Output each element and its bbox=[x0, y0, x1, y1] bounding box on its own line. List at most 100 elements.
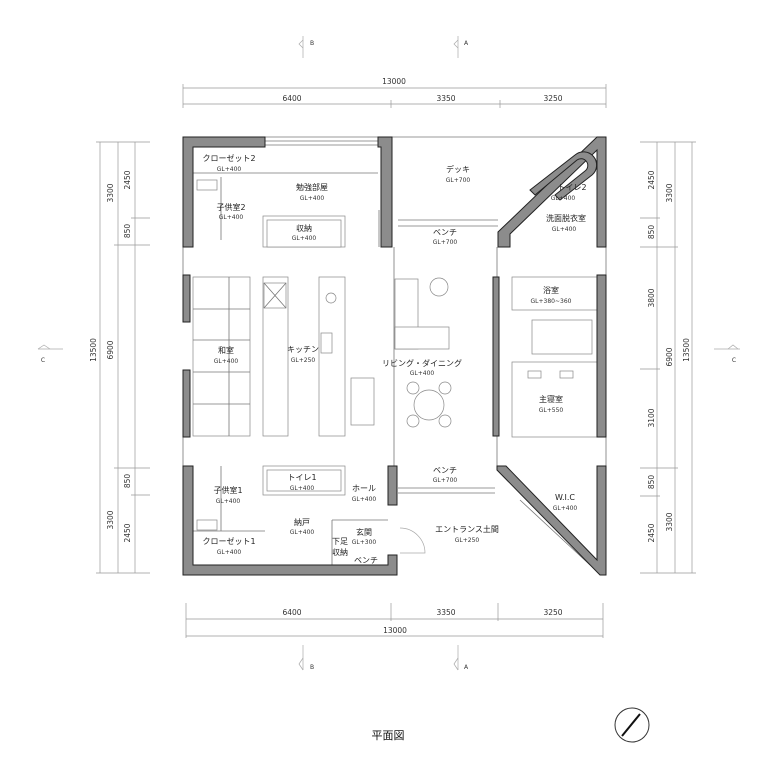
svg-text:GL+400: GL+400 bbox=[217, 166, 242, 173]
svg-text:GL+400: GL+400 bbox=[552, 226, 577, 233]
svg-text:3300: 3300 bbox=[665, 183, 674, 202]
room-child1: 子供室1 GL+400 bbox=[213, 485, 242, 505]
room-hall: ホール GL+400 bbox=[352, 484, 377, 503]
svg-text:GL+700: GL+700 bbox=[446, 177, 471, 184]
room-closet1: クローゼット1 GL+400 bbox=[202, 536, 255, 556]
svg-text:850: 850 bbox=[647, 475, 656, 490]
svg-text:3350: 3350 bbox=[436, 608, 455, 617]
svg-text:13500: 13500 bbox=[89, 338, 98, 362]
room-genkan: 玄関 GL+300 bbox=[352, 527, 377, 546]
svg-text:ベンチ: ベンチ bbox=[354, 556, 378, 565]
room-bath: 浴室 GL+380~360 bbox=[531, 285, 572, 305]
svg-text:13500: 13500 bbox=[682, 338, 691, 362]
svg-text:3800: 3800 bbox=[647, 288, 656, 307]
svg-text:A: A bbox=[464, 40, 469, 47]
room-wic: W.I.C GL+400 bbox=[553, 493, 578, 512]
svg-text:デッキ: デッキ bbox=[446, 164, 470, 174]
section-marker-a-top: A bbox=[453, 36, 469, 58]
svg-text:C: C bbox=[732, 357, 736, 364]
svg-text:A: A bbox=[464, 664, 469, 671]
room-master-bedroom: 主寝室 GL+550 bbox=[539, 394, 564, 414]
svg-text:3100: 3100 bbox=[647, 408, 656, 427]
svg-text:トイレ1: トイレ1 bbox=[287, 473, 316, 482]
svg-text:2450: 2450 bbox=[647, 523, 656, 542]
svg-text:ベンチ: ベンチ bbox=[433, 228, 457, 237]
svg-text:6900: 6900 bbox=[665, 347, 674, 366]
svg-text:主寝室: 主寝室 bbox=[539, 394, 563, 404]
room-bench-top: ベンチ GL+700 bbox=[433, 228, 458, 246]
svg-text:クローゼット1: クローゼット1 bbox=[202, 536, 255, 546]
svg-text:GL+400: GL+400 bbox=[410, 370, 435, 377]
svg-text:3350: 3350 bbox=[436, 94, 455, 103]
svg-text:浴室: 浴室 bbox=[543, 285, 559, 295]
section-marker-c-left: C bbox=[37, 344, 63, 364]
svg-text:3250: 3250 bbox=[543, 608, 562, 617]
svg-text:13000: 13000 bbox=[383, 626, 407, 635]
section-marker-c-right: C bbox=[714, 344, 740, 364]
room-deck: デッキ GL+700 bbox=[446, 164, 471, 184]
svg-text:収納: 収納 bbox=[332, 547, 348, 557]
svg-text:GL+400: GL+400 bbox=[290, 485, 315, 492]
room-washitsu: 和室 GL+400 bbox=[214, 345, 239, 365]
svg-text:子供室1: 子供室1 bbox=[213, 485, 242, 495]
svg-text:6400: 6400 bbox=[282, 94, 301, 103]
room-storage: 収納 GL+400 bbox=[292, 223, 317, 242]
room-shoe-storage: 下足 収納 bbox=[332, 537, 348, 557]
svg-text:3300: 3300 bbox=[665, 512, 674, 531]
svg-text:C: C bbox=[41, 357, 45, 364]
svg-text:下足: 下足 bbox=[332, 537, 348, 546]
svg-text:GL+400: GL+400 bbox=[290, 529, 315, 536]
room-toilet2: トイレ2 GL+400 bbox=[551, 183, 587, 202]
bottom-dimensions: 6400 3350 3250 13000 bbox=[185, 603, 604, 638]
top-dimensions: 13000 6400 3350 3250 bbox=[182, 77, 607, 108]
svg-text:GL+400: GL+400 bbox=[216, 498, 241, 505]
svg-text:GL+400: GL+400 bbox=[217, 549, 242, 556]
svg-text:GL+400: GL+400 bbox=[292, 235, 317, 242]
svg-text:GL+400: GL+400 bbox=[551, 195, 576, 202]
svg-text:GL+300: GL+300 bbox=[352, 539, 377, 546]
svg-text:GL+400: GL+400 bbox=[214, 358, 239, 365]
room-living-dining: リビング・ダイニング GL+400 bbox=[382, 358, 462, 377]
room-entrance: エントランス土間 GL+250 bbox=[435, 524, 499, 544]
svg-text:3300: 3300 bbox=[106, 183, 115, 202]
svg-text:13000: 13000 bbox=[382, 77, 406, 86]
svg-text:リビング・ダイニング: リビング・ダイニング bbox=[382, 358, 462, 368]
svg-text:6900: 6900 bbox=[106, 340, 115, 359]
svg-text:2450: 2450 bbox=[123, 523, 132, 542]
north-arrow-icon bbox=[614, 707, 650, 743]
svg-text:納戸: 納戸 bbox=[294, 517, 310, 527]
svg-text:勉強部屋: 勉強部屋 bbox=[296, 182, 328, 192]
svg-text:3300: 3300 bbox=[106, 510, 115, 529]
svg-text:GL+250: GL+250 bbox=[455, 537, 480, 544]
section-marker-b-bottom: B bbox=[298, 645, 314, 671]
svg-text:収納: 収納 bbox=[296, 223, 312, 233]
room-bench-entry: ベンチ bbox=[354, 556, 378, 565]
svg-text:洗面脱衣室: 洗面脱衣室 bbox=[546, 213, 586, 223]
svg-text:GL+400: GL+400 bbox=[553, 505, 578, 512]
svg-text:ホール: ホール bbox=[352, 484, 376, 493]
svg-text:和室: 和室 bbox=[218, 345, 234, 355]
svg-text:850: 850 bbox=[647, 225, 656, 240]
svg-text:850: 850 bbox=[123, 474, 132, 489]
svg-text:850: 850 bbox=[123, 224, 132, 239]
room-nando: 納戸 GL+400 bbox=[290, 517, 315, 536]
walls bbox=[182, 136, 607, 576]
svg-text:トイレ2: トイレ2 bbox=[557, 183, 586, 192]
svg-text:GL+400: GL+400 bbox=[219, 214, 244, 221]
svg-text:GL+400: GL+400 bbox=[300, 195, 325, 202]
svg-text:ベンチ: ベンチ bbox=[433, 466, 457, 475]
svg-text:GL+250: GL+250 bbox=[291, 357, 316, 364]
svg-text:エントランス土間: エントランス土間 bbox=[435, 524, 499, 534]
svg-text:GL+700: GL+700 bbox=[433, 477, 458, 484]
room-toilet1: トイレ1 GL+400 bbox=[287, 473, 316, 492]
svg-text:GL+400: GL+400 bbox=[352, 496, 377, 503]
svg-text:キッチン: キッチン bbox=[287, 345, 319, 354]
svg-text:玄関: 玄関 bbox=[356, 527, 372, 537]
svg-text:B: B bbox=[310, 40, 314, 47]
section-marker-b-top: B bbox=[298, 36, 314, 58]
svg-text:B: B bbox=[310, 664, 314, 671]
room-washroom: 洗面脱衣室 GL+400 bbox=[546, 213, 586, 233]
svg-text:GL+380~360: GL+380~360 bbox=[531, 298, 572, 305]
furniture bbox=[192, 179, 598, 566]
